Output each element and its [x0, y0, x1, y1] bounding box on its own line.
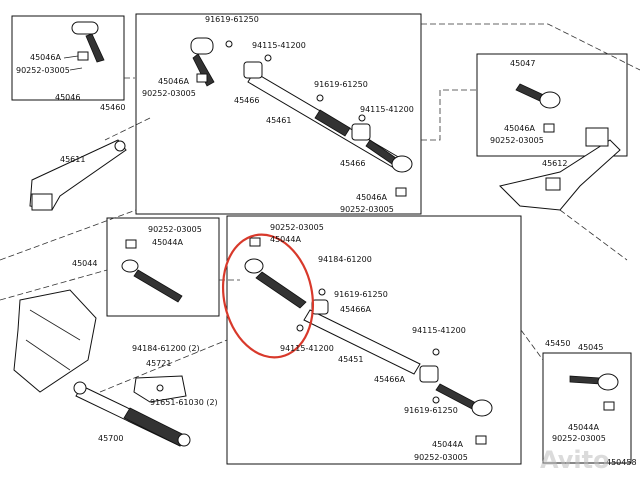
lbl-90252-1: 90252-03005	[16, 66, 70, 75]
nut-91619-right	[432, 396, 440, 404]
lbl-45466a-2: 45466A	[374, 375, 405, 384]
nut-94115-right	[432, 348, 440, 356]
lbl-45046a-3: 45046A	[356, 193, 387, 202]
lbl-45721: 45721	[146, 359, 171, 368]
lbl-91619-3: 91619-61250	[334, 290, 388, 299]
tie-rod-end-45047	[515, 83, 561, 133]
nut-91619-mid	[316, 94, 324, 102]
lbl-45044: 45044	[72, 259, 97, 268]
clamp-45466-lower	[351, 123, 371, 141]
lbl-90252-7: 90252-03005	[414, 453, 468, 462]
lbl-45046a-2: 45046A	[158, 77, 189, 86]
lbl-45046: 45046	[55, 93, 80, 102]
lbl-90252-4: 90252-03005	[490, 136, 544, 145]
lbl-94184-1: 94184-61200	[318, 255, 372, 264]
tie-rod-45451	[303, 309, 421, 375]
nut-94115-lower	[296, 324, 304, 332]
clamp-45466-upper	[243, 61, 263, 79]
tie-rod-end-45046	[71, 21, 105, 63]
lbl-94184-2: 94184-61200 (2)	[132, 344, 200, 353]
lbl-94115-3: 94115-41200	[280, 344, 334, 353]
lbl-45466a-1: 45466A	[340, 305, 371, 314]
box-45047	[476, 53, 628, 157]
lbl-45466-1: 45466	[234, 96, 259, 105]
dash-10	[559, 209, 628, 261]
tie-rod-end-45460-right	[365, 139, 413, 197]
lbl-45460: 45460	[100, 103, 125, 112]
highlight-circle	[221, 233, 315, 359]
nut-94115-upper	[264, 54, 272, 62]
lbl-45461: 45461	[266, 116, 291, 125]
tie-rod-end-45460-left	[190, 37, 215, 87]
steering-gear-housing	[13, 289, 97, 393]
lbl-91619-2: 91619-61250	[314, 80, 368, 89]
dash-2	[104, 117, 151, 141]
lbl-45046a-1: 45046A	[30, 53, 61, 62]
lbl-45047: 45047	[510, 59, 535, 68]
leader-90252-a	[69, 67, 83, 71]
tie-rod-end-45044	[121, 239, 183, 303]
tie-rod-end-45450-left	[244, 237, 307, 309]
lbl-94115-2: 94115-41200	[360, 105, 414, 114]
bracket-45721	[133, 375, 187, 403]
clamp-45466a-upper	[311, 299, 329, 315]
box-45460	[135, 13, 422, 215]
tie-rod-end-45045	[569, 373, 619, 411]
dash-6	[0, 269, 108, 301]
lbl-91619-1: 91619-61250	[205, 15, 259, 24]
steering-damper-45700	[73, 381, 191, 447]
lbl-45466-2: 45466	[340, 159, 365, 168]
idler-arm-45612	[499, 127, 621, 211]
lbl-90252-6: 90252-03005	[270, 223, 324, 232]
lbl-figure-code: 450458	[606, 458, 637, 467]
lbl-90252-3: 90252-03005	[340, 205, 394, 214]
lbl-45451: 45451	[338, 355, 363, 364]
box-45044	[106, 217, 220, 317]
lbl-45044a-2: 45044A	[270, 235, 301, 244]
nut-91619-upper	[225, 40, 233, 48]
lbl-45450: 45450	[545, 339, 570, 348]
pitman-arm-45611	[29, 139, 127, 211]
lbl-94115-4: 94115-41200	[412, 326, 466, 335]
dash-8	[99, 339, 228, 393]
watermark-text: Avito	[540, 446, 610, 474]
lbl-45700: 45700	[98, 434, 123, 443]
box-45046	[11, 15, 125, 101]
lbl-90252-5: 90252-03005	[148, 225, 202, 234]
lbl-90252-8: 90252-03005	[552, 434, 606, 443]
lbl-45044a-4: 45044A	[568, 423, 599, 432]
dash-4	[421, 23, 640, 71]
lbl-91651: 91651-61030 (2)	[150, 398, 218, 407]
dash-5	[0, 209, 137, 261]
lbl-45611: 45611	[60, 155, 85, 164]
lbl-45044a-3: 45044A	[432, 440, 463, 449]
tie-rod-end-45450-right	[435, 383, 493, 445]
box-45045	[542, 352, 632, 464]
dash-9	[520, 329, 544, 361]
box-45450	[226, 215, 522, 465]
lbl-45612: 45612	[542, 159, 567, 168]
lbl-91619-4: 91619-61250	[404, 406, 458, 415]
clamp-45466a-lower	[419, 365, 439, 383]
nut-91619-lower	[318, 288, 326, 296]
leader-45046a	[63, 55, 79, 59]
lbl-94115-1: 94115-41200	[252, 41, 306, 50]
nut-94115-mid	[358, 114, 366, 122]
lbl-45044a-1: 45044A	[152, 238, 183, 247]
dash-3	[421, 89, 477, 141]
lbl-90252-2: 90252-03005	[142, 89, 196, 98]
lbl-45045: 45045	[578, 343, 603, 352]
lbl-45046a-4: 45046A	[504, 124, 535, 133]
